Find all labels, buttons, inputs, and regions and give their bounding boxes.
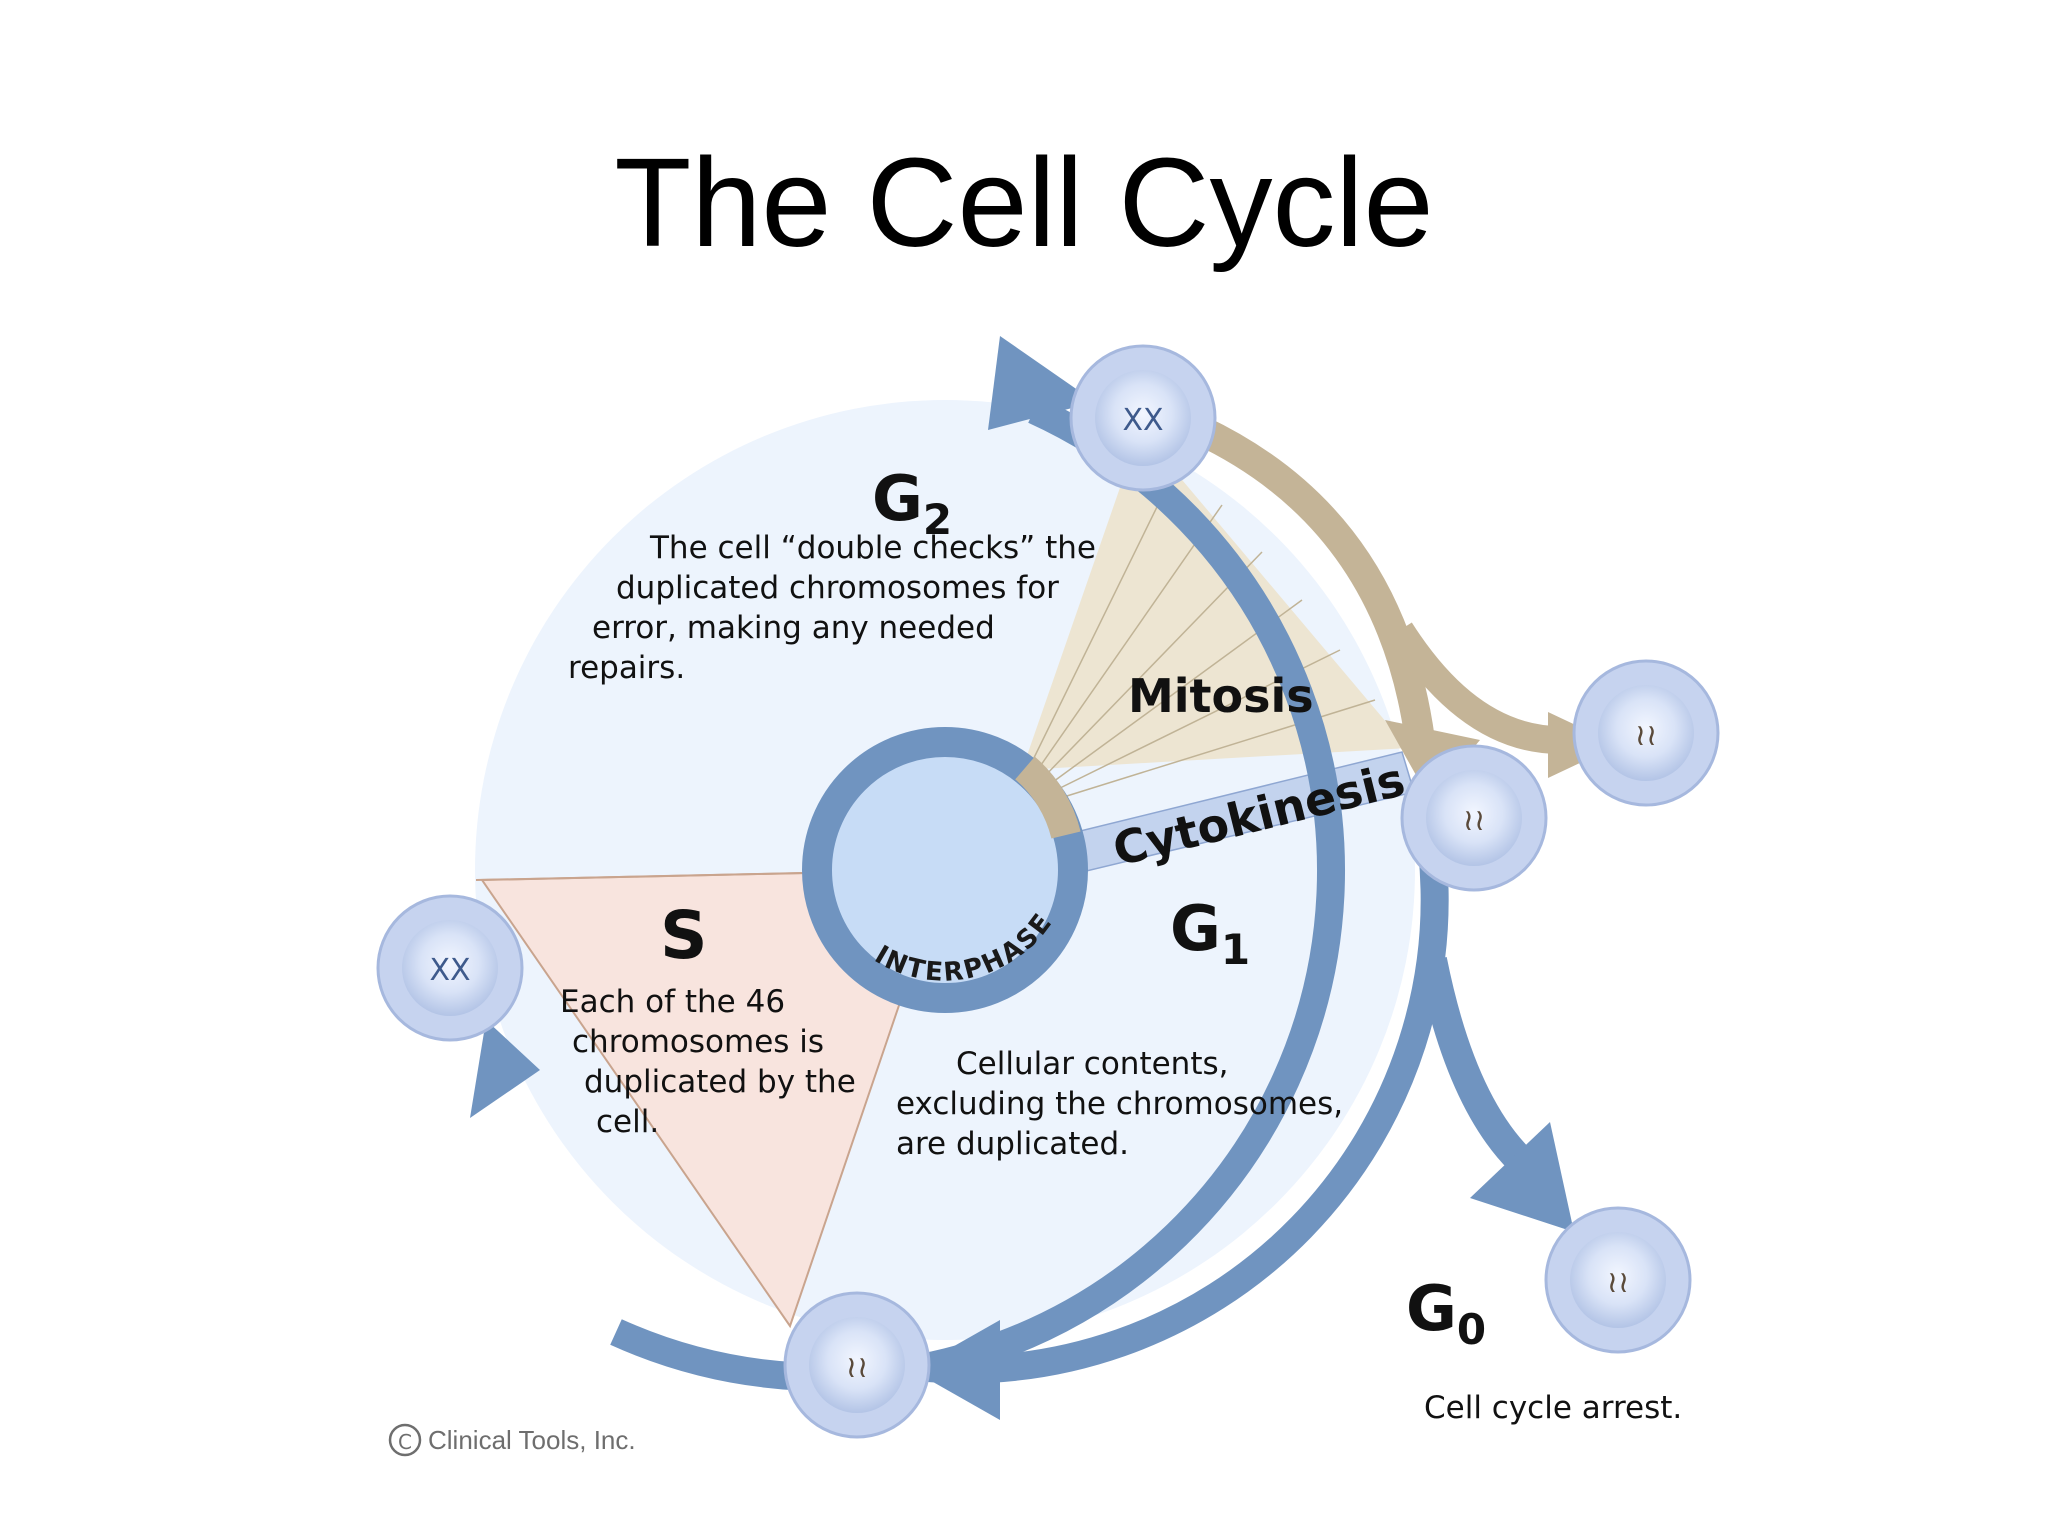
- svg-text:XX: XX: [1122, 403, 1163, 438]
- svg-text:≀≀: ≀≀: [1463, 803, 1486, 838]
- arrowhead-to-s: [470, 1020, 540, 1118]
- credit-text: Clinical Tools, Inc.: [428, 1425, 636, 1455]
- svg-text:XX: XX: [429, 953, 470, 988]
- cell-s-start: XX: [376, 894, 524, 1042]
- g0-label: G0: [1406, 1272, 1486, 1354]
- svg-text:C: C: [398, 1430, 412, 1454]
- g0-description: Cell cycle arrest.: [1424, 1390, 1682, 1426]
- copyright-icon: [388, 1423, 422, 1457]
- interphase-ring: [802, 727, 1088, 1013]
- page-title: The Cell Cycle: [614, 132, 1434, 273]
- mitosis-label: Mitosis: [1128, 669, 1314, 723]
- arrowhead-to-mitosis: [988, 336, 1095, 430]
- s-label: S: [660, 897, 708, 974]
- interphase-ring-mitosis-segment: [1014, 756, 1081, 839]
- cell-g0: ≀≀: [1544, 1206, 1692, 1354]
- credit: C Clinical Tools, Inc.: [388, 1423, 636, 1457]
- g1-label: G1: [1170, 892, 1250, 974]
- mitosis-arrow-band: [1193, 416, 1435, 743]
- svg-text:≀≀: ≀≀: [846, 1350, 869, 1385]
- cell-daughter-1: ≀≀: [1400, 744, 1548, 892]
- g0-exit-arrow: [1417, 957, 1531, 1171]
- g1-description: Cellular contents, excluding the chromos…: [896, 1046, 1353, 1162]
- cell-daughter-2: ≀≀: [1572, 659, 1720, 807]
- svg-text:≀≀: ≀≀: [1635, 718, 1658, 753]
- s-description: Each of the 46 chromosomes is duplicated…: [560, 984, 866, 1140]
- g2-label: G2: [872, 462, 952, 544]
- mitosis-arrow-branch: [1388, 622, 1561, 754]
- cell-g1-start: ≀≀: [783, 1291, 931, 1439]
- cell-g2-end: XX: [1069, 344, 1217, 492]
- arrowhead-to-g1: [912, 1320, 1000, 1420]
- g2-description: The cell “double checks” the duplicated …: [568, 530, 1106, 686]
- svg-text:≀≀: ≀≀: [1607, 1265, 1630, 1300]
- g0-exit-arrowhead: [1470, 1122, 1574, 1232]
